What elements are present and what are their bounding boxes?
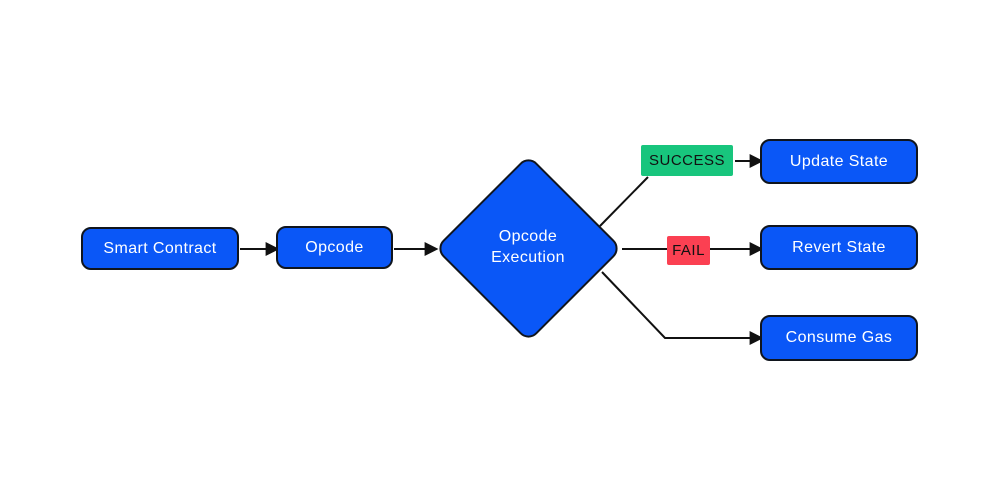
edge-opcode-execution-to-success (599, 176, 649, 227)
node-revert-state-label: Revert State (792, 238, 886, 256)
badge-fail: FAIL (667, 236, 710, 265)
node-smart-contract: Smart Contract (81, 227, 239, 270)
badge-success: SUCCESS (641, 145, 733, 176)
badge-success-label: SUCCESS (648, 152, 726, 169)
node-consume-gas-label: Consume Gas (785, 329, 893, 346)
node-opcode-label: Opcode (305, 238, 364, 256)
edge-opcode-execution-to-consume-gas (601, 271, 764, 345)
node-consume-gas: Consume Gas (760, 315, 918, 361)
node-opcode: Opcode (276, 226, 393, 269)
node-update-state-label: Update State (789, 152, 889, 170)
badge-fail-label: FAIL (672, 242, 705, 259)
node-revert-state: Revert State (760, 225, 918, 270)
node-update-state: Update State (760, 139, 918, 184)
node-smart-contract-label: Smart Contract (103, 239, 217, 257)
node-opcode-execution-label: Opcode Execution (491, 228, 565, 266)
